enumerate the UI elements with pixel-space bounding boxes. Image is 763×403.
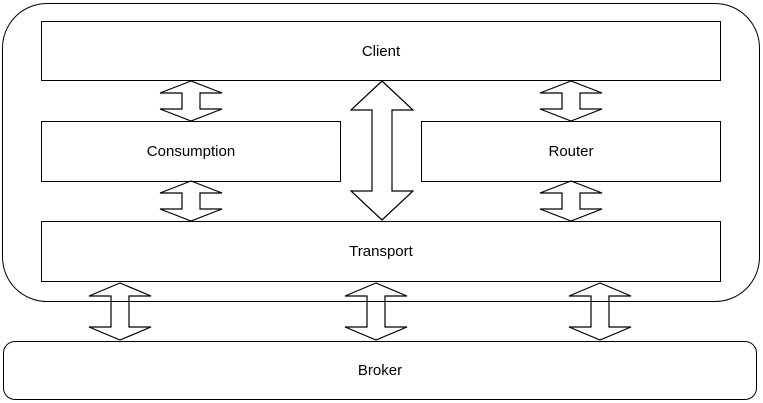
- node-consumption: Consumption: [41, 121, 341, 182]
- node-broker-label: Broker: [357, 362, 403, 379]
- node-client-label: Client: [361, 42, 401, 60]
- node-transport: Transport: [41, 221, 721, 282]
- node-transport-label: Transport: [349, 243, 413, 260]
- node-client: Client: [41, 21, 721, 81]
- node-broker: Broker: [3, 341, 757, 400]
- node-consumption-label: Consumption: [146, 143, 236, 160]
- node-router-label: Router: [548, 143, 594, 160]
- node-router: Router: [421, 121, 721, 182]
